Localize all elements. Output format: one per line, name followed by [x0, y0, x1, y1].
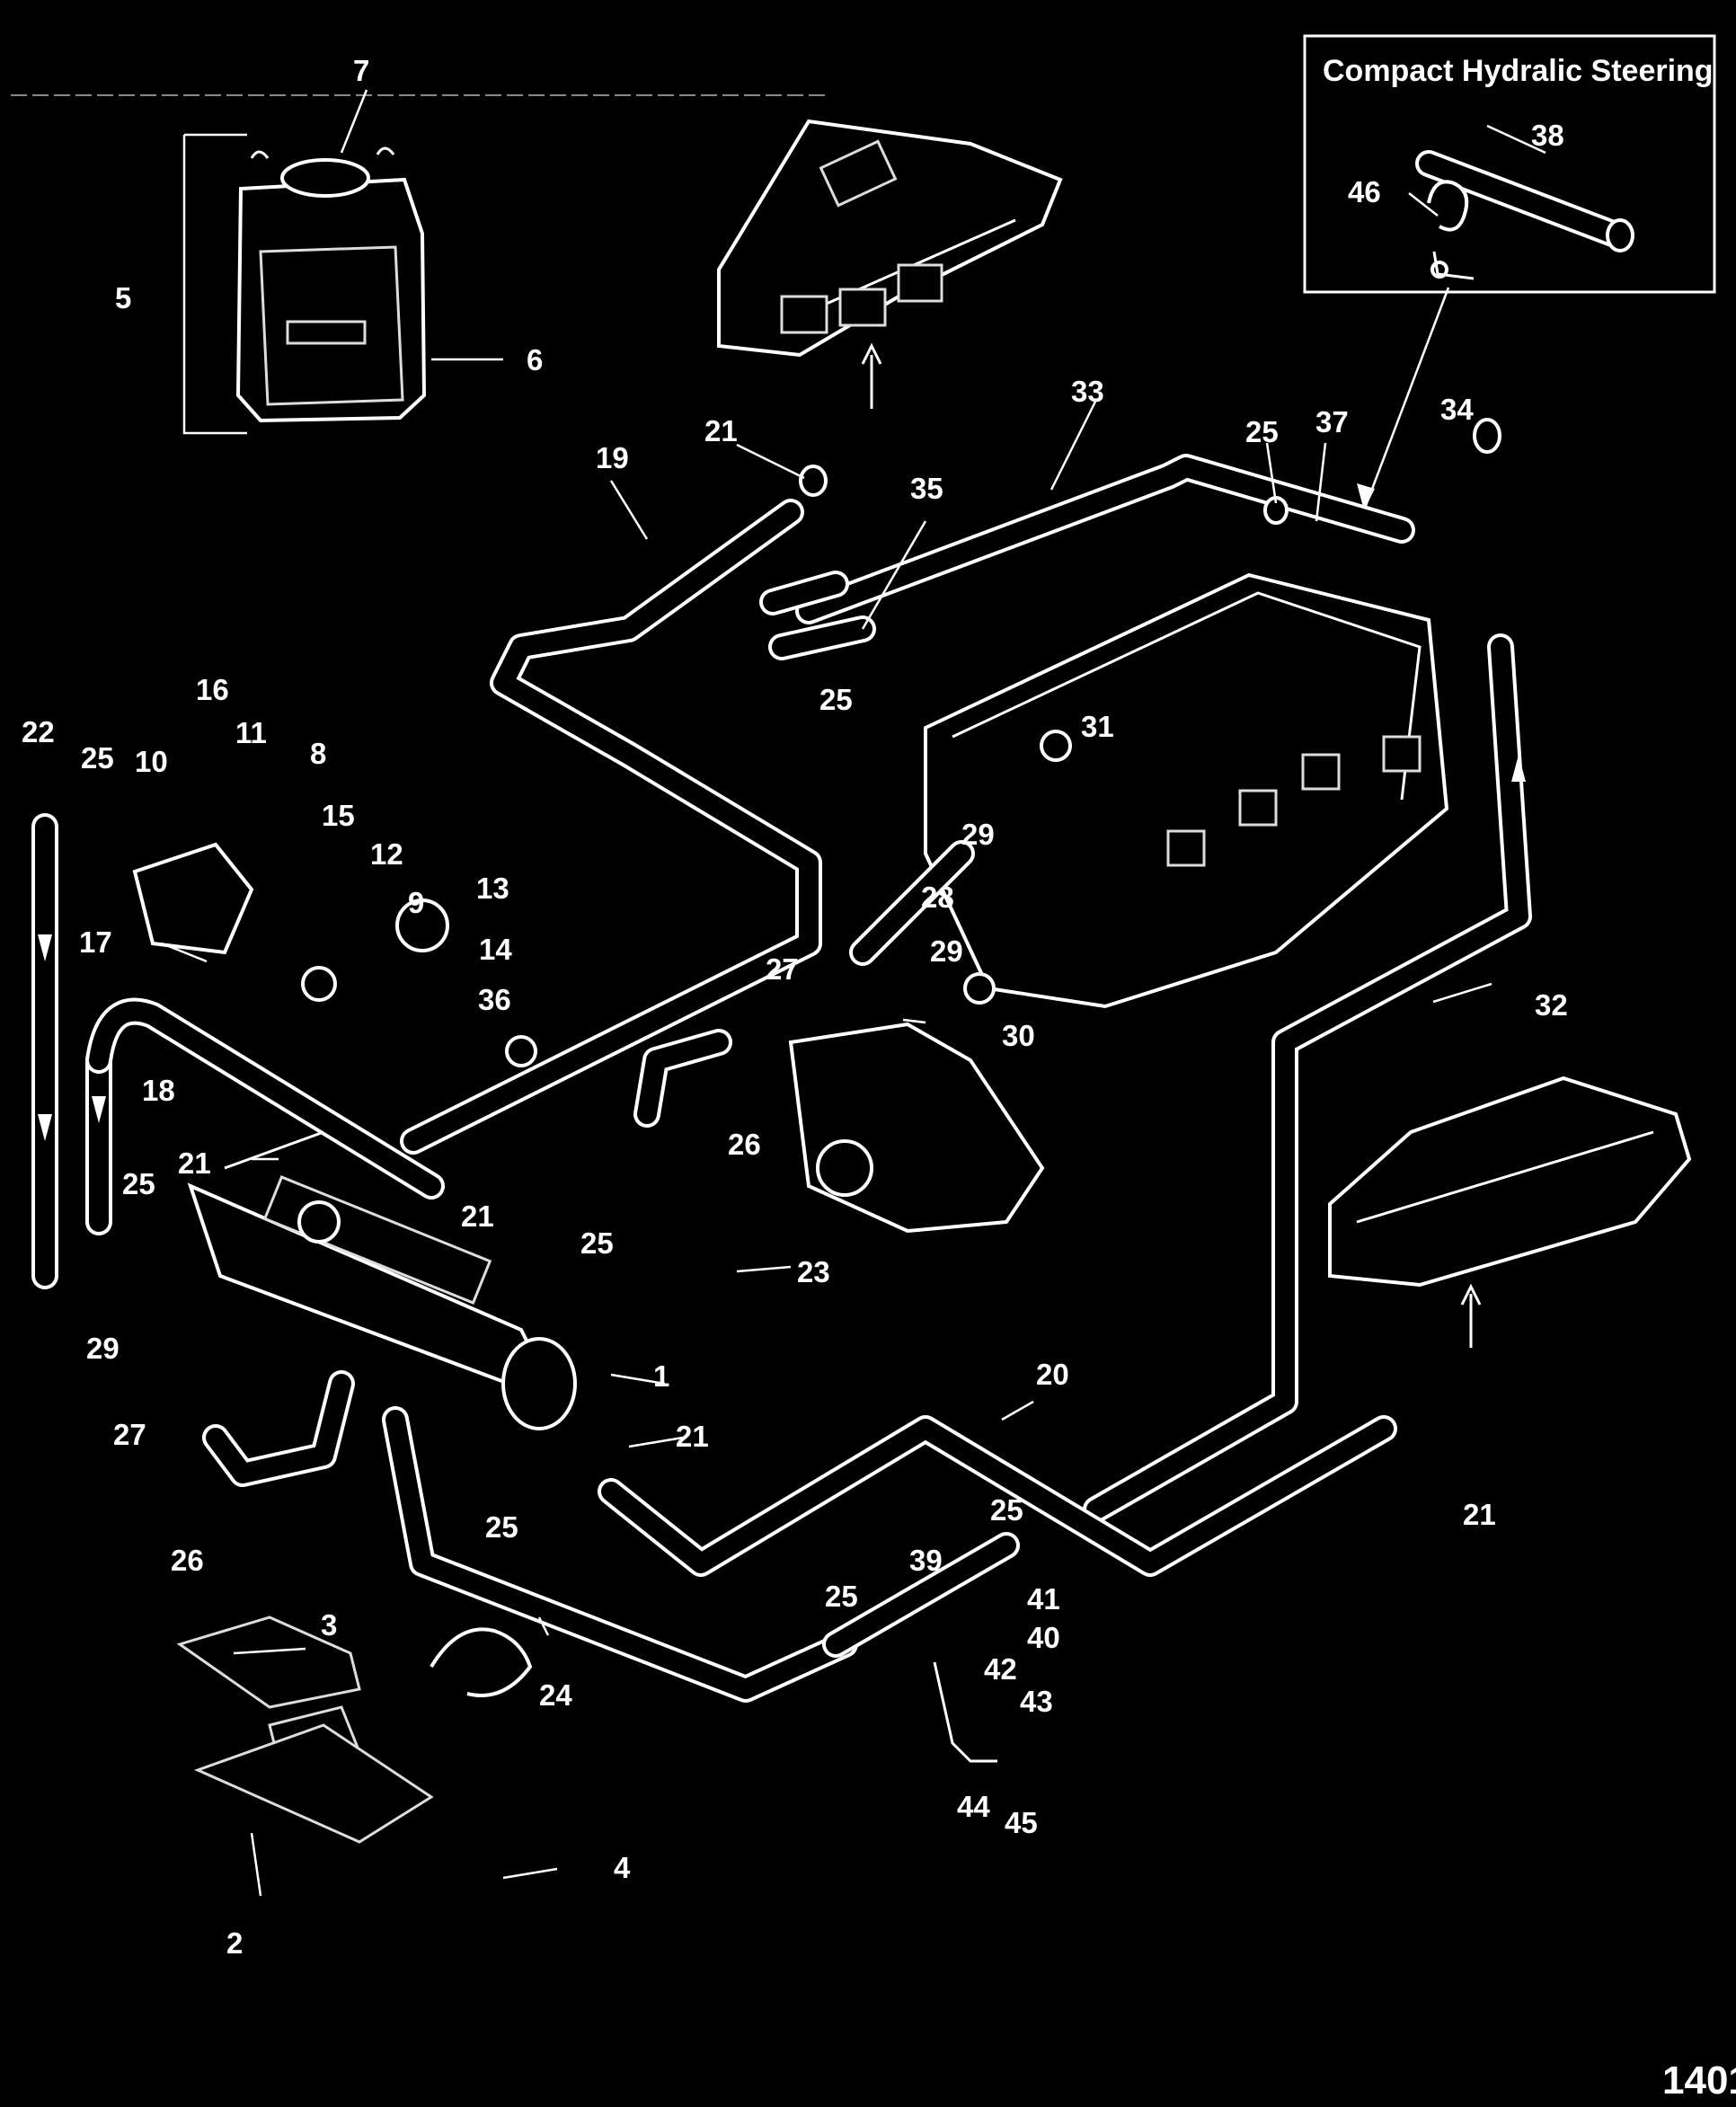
callout-41: 41	[1027, 1582, 1060, 1616]
callout-39: 39	[909, 1544, 943, 1577]
callout-22: 22	[22, 715, 55, 748]
callout-18: 18	[142, 1074, 175, 1107]
callout-27-b: 27	[113, 1418, 146, 1451]
callout-3: 3	[321, 1608, 337, 1642]
callout-42: 42	[984, 1652, 1017, 1686]
callout-30: 30	[1002, 1019, 1035, 1052]
callout-25-f: 25	[485, 1510, 518, 1544]
callout-10: 10	[135, 745, 168, 778]
inset-hose-38	[1415, 150, 1634, 252]
callout-4: 4	[614, 1851, 631, 1884]
callout-45: 45	[1005, 1806, 1038, 1839]
callout-25-b: 25	[819, 683, 853, 716]
callout-46: 46	[1348, 175, 1381, 208]
callout-27-a: 27	[766, 952, 799, 986]
callout-14: 14	[479, 933, 512, 966]
callout-20: 20	[1036, 1358, 1069, 1391]
callout-32: 32	[1535, 988, 1568, 1022]
callout-8: 8	[310, 737, 326, 770]
callout-6: 6	[527, 343, 543, 376]
callout-25-a: 25	[1245, 415, 1279, 448]
callout-19: 19	[596, 441, 629, 474]
inset-frame	[1303, 34, 1716, 294]
callout-25-d: 25	[122, 1167, 155, 1200]
inset-pointer-line	[1362, 287, 1450, 511]
callout-33: 33	[1071, 375, 1104, 408]
callout-29-c: 29	[86, 1332, 120, 1365]
hose-network	[31, 454, 1532, 1703]
callout-21-b: 21	[178, 1146, 211, 1180]
inset-compact-hydraulic-steering: Compact Hydralic Steering	[1303, 34, 1716, 511]
callout-35: 35	[910, 472, 943, 505]
callout-29-a: 29	[961, 818, 995, 851]
callout-31: 31	[1081, 710, 1114, 743]
exhaust-manifold-upper	[717, 119, 1063, 409]
callout-21-c: 21	[461, 1200, 494, 1233]
inset-clamp-46	[1427, 180, 1475, 280]
callout-24: 24	[539, 1678, 572, 1712]
small-hardware	[176, 418, 1501, 1844]
leader-lines	[161, 89, 1546, 1897]
callout-36: 36	[478, 983, 511, 1016]
callout-38: 38	[1531, 119, 1564, 152]
callout-17: 17	[79, 925, 112, 959]
engine-block	[924, 572, 1449, 1009]
figure-number: 14013	[1662, 2058, 1736, 2103]
callout-9: 9	[408, 886, 424, 919]
thermostat-housing	[132, 842, 254, 955]
callout-26-b: 26	[171, 1544, 204, 1577]
inset-pointer-arrowhead	[1357, 483, 1375, 510]
callout-40: 40	[1027, 1621, 1060, 1654]
callout-28: 28	[921, 881, 954, 914]
callout-29-b: 29	[930, 934, 963, 968]
callout-25-c: 25	[81, 741, 114, 775]
coolant-reservoir	[182, 133, 427, 435]
callout-37: 37	[1315, 405, 1349, 438]
callout-16: 16	[196, 673, 229, 706]
callout-26-a: 26	[728, 1128, 761, 1161]
callout-12: 12	[370, 837, 403, 871]
callout-25-h: 25	[825, 1580, 858, 1613]
callout-21-a: 21	[704, 414, 738, 447]
exhaust-manifold-lower	[1328, 1076, 1692, 1348]
callout-25-e: 25	[580, 1226, 614, 1260]
callout-13: 13	[476, 872, 509, 905]
callout-21-d: 21	[676, 1420, 709, 1453]
callout-7: 7	[353, 54, 369, 87]
water-pump	[788, 1022, 1045, 1234]
inset-title: Compact Hydralic Steering	[1323, 54, 1714, 88]
callout-34: 34	[1440, 393, 1474, 426]
heat-exchanger	[187, 1175, 577, 1430]
callout-labels: 7 5 6 38 46 33 25 37 34 21 19 35 25 31 1…	[22, 54, 1568, 1960]
callout-15: 15	[322, 799, 355, 832]
callout-23: 23	[797, 1255, 830, 1288]
callout-21-e: 21	[1463, 1498, 1496, 1531]
flow-arrows	[38, 755, 1526, 1141]
callout-1: 1	[653, 1359, 669, 1393]
callout-25-g: 25	[990, 1493, 1023, 1527]
callout-43: 43	[1020, 1685, 1053, 1718]
callout-44: 44	[957, 1790, 990, 1823]
callout-5: 5	[115, 281, 131, 314]
callout-2: 2	[226, 1926, 243, 1960]
callout-11: 11	[235, 716, 267, 749]
